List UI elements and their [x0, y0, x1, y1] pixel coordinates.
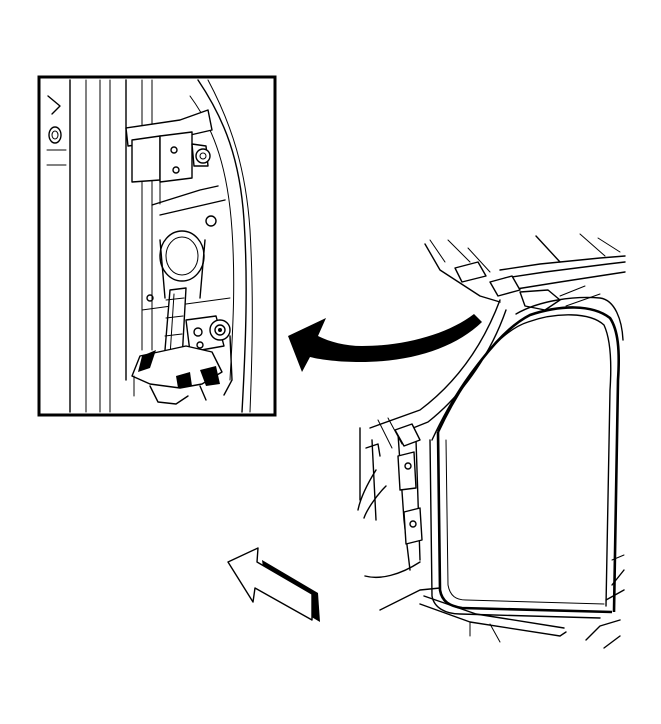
pillar-access-holes [141, 215, 231, 311]
door-opening [369, 296, 624, 619]
callout-arrow [288, 314, 482, 372]
view-direction-arrow [227, 547, 320, 622]
hinge-pillar [357, 417, 423, 579]
upper-hinge-bracket [125, 109, 226, 216]
inset-detail-view [37, 75, 277, 417]
rocker-sill [379, 554, 625, 649]
lower-hinge-bracket [131, 287, 233, 405]
vehicle-body-pillar [357, 233, 626, 649]
roof-rail [424, 233, 626, 311]
left-panel-features [46, 95, 67, 166]
